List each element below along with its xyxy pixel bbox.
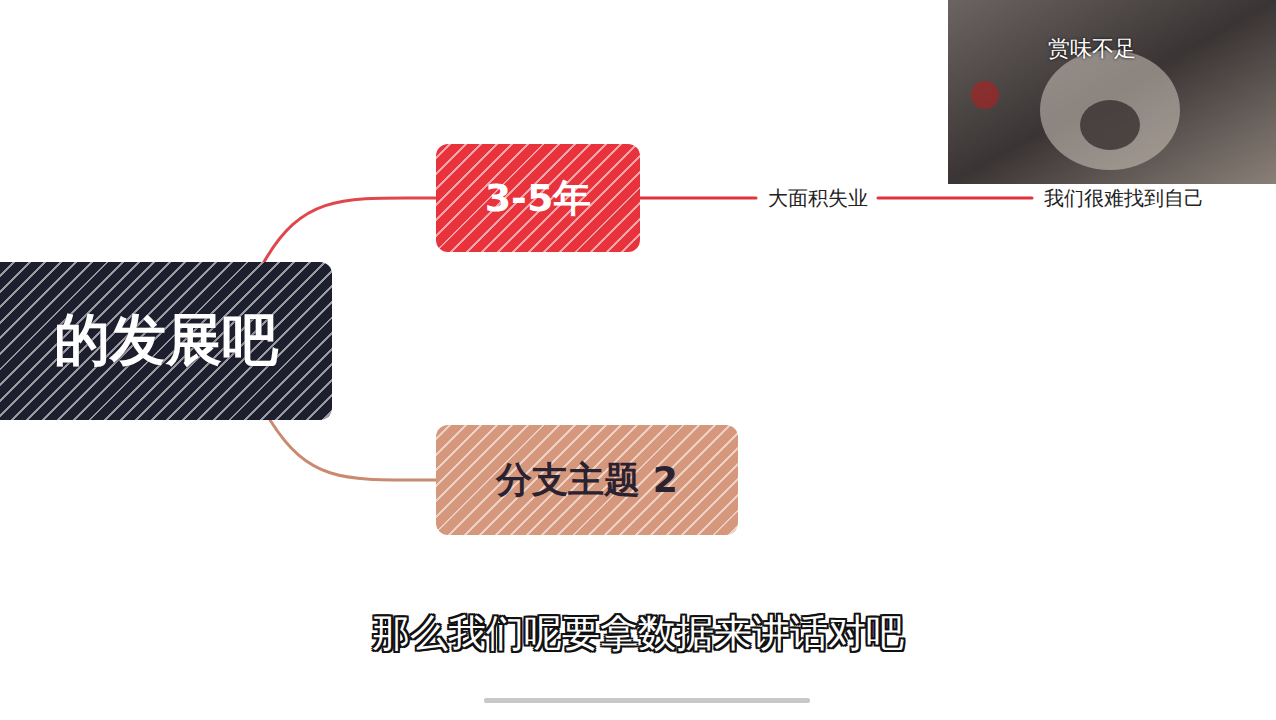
webcam-overlay-text: 赏味不足 (1048, 34, 1136, 64)
branch-connector (270, 420, 436, 480)
central-topic-box: 的发展吧 (0, 262, 332, 420)
branch-connector (640, 197, 756, 200)
scrollbar (484, 698, 810, 703)
branch-connector (264, 198, 436, 262)
webcam-frame (948, 0, 1276, 184)
subtopic-text: 我们很难找到自己 (1040, 183, 1208, 213)
webcam-figure (1040, 50, 1180, 170)
topic-text: 的发展吧 (54, 303, 278, 379)
webcam-figure (971, 81, 999, 109)
branch-topic-box: 3-5年 (436, 144, 640, 252)
subtitle-text: 那么我们呢要拿数据来讲话对吧 (372, 608, 904, 659)
subtopic-text: 大面积失业 (764, 183, 872, 213)
topic-text: 分支主题 2 (496, 456, 678, 505)
topic-text: 大面积失业 (768, 185, 868, 212)
branch-topic-box: 分支主题 2 (436, 425, 738, 535)
topic-text: 3-5年 (485, 173, 592, 224)
topic-text: 我们很难找到自己 (1044, 185, 1204, 212)
webcam-figure (1080, 100, 1140, 150)
branch-connector (878, 197, 1032, 200)
